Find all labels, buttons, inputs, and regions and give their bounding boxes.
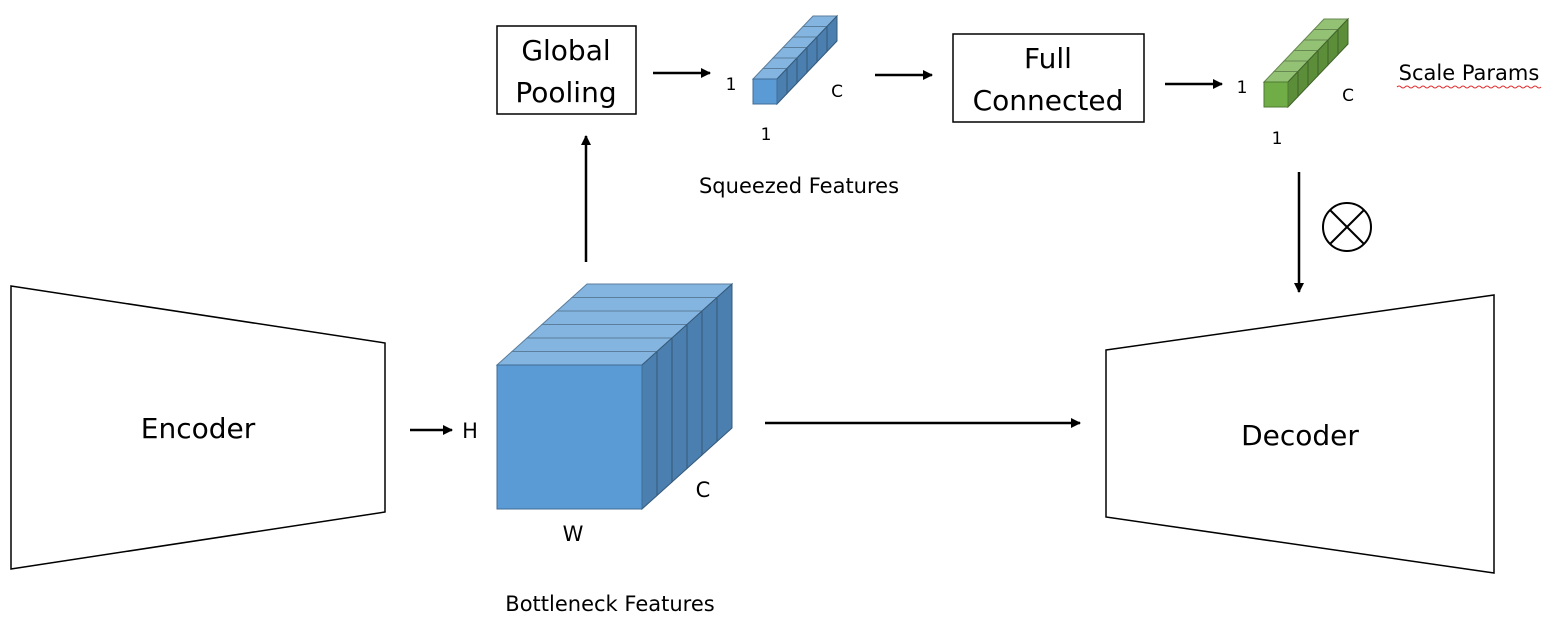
scale-width-label: 1 [1272,129,1283,149]
bottleneck-slice-side [671,323,688,484]
global-pooling-label-line2: Pooling [515,76,616,109]
circle-times-icon [1322,202,1372,252]
bottleneck-slice-top [555,297,719,312]
full-connected-label-line2: Connected [973,84,1124,117]
spellcheck-underline [1396,85,1542,89]
decoder-label: Decoder [1241,419,1359,452]
scale-height-label: 1 [1237,78,1248,98]
decoder-block: Decoder [1105,294,1495,574]
bottleneck-slice-top [570,283,734,298]
bottleneck-slice-top [495,351,659,366]
bottleneck-feature-stack [495,282,734,511]
bottleneck-height-label: H [462,419,478,443]
bottleneck-width-label: W [563,522,584,546]
squeezed-width-label: 1 [761,125,772,145]
full-connected-box: Full Connected [952,33,1145,123]
bottleneck-slice-top [540,310,704,325]
bottleneck-slice-side [716,282,733,443]
scale-params-vector [1262,17,1350,109]
bottleneck-slice-side [701,296,718,457]
bottleneck-slice-side [641,350,658,511]
bottleneck-slice-top [510,337,674,352]
scale-front-face [1263,81,1289,108]
bottleneck-slice-top [525,324,689,339]
scale-channel-label: C [1342,86,1354,106]
encoder-block: Encoder [10,285,386,570]
bottleneck-channel-label: C [696,478,711,502]
bottleneck-slice-side [686,309,703,470]
bottleneck-slice-side [656,336,673,497]
squeezed-front-face [752,78,778,105]
encoder-label: Encoder [141,412,256,445]
squeezed-channel-label: C [831,82,843,102]
squeezed-caption: Squeezed Features [699,174,899,198]
squeezed-height-label: 1 [726,75,737,95]
full-connected-label-line1: Full [1024,42,1072,75]
global-pooling-box: Global Pooling [496,25,637,115]
squeezed-feature-vector [751,14,839,106]
bottleneck-caption: Bottleneck Features [505,592,714,616]
bottleneck-front-face [496,364,643,510]
global-pooling-label-line1: Global [521,34,610,67]
scale-caption: Scale Params [1399,61,1540,85]
